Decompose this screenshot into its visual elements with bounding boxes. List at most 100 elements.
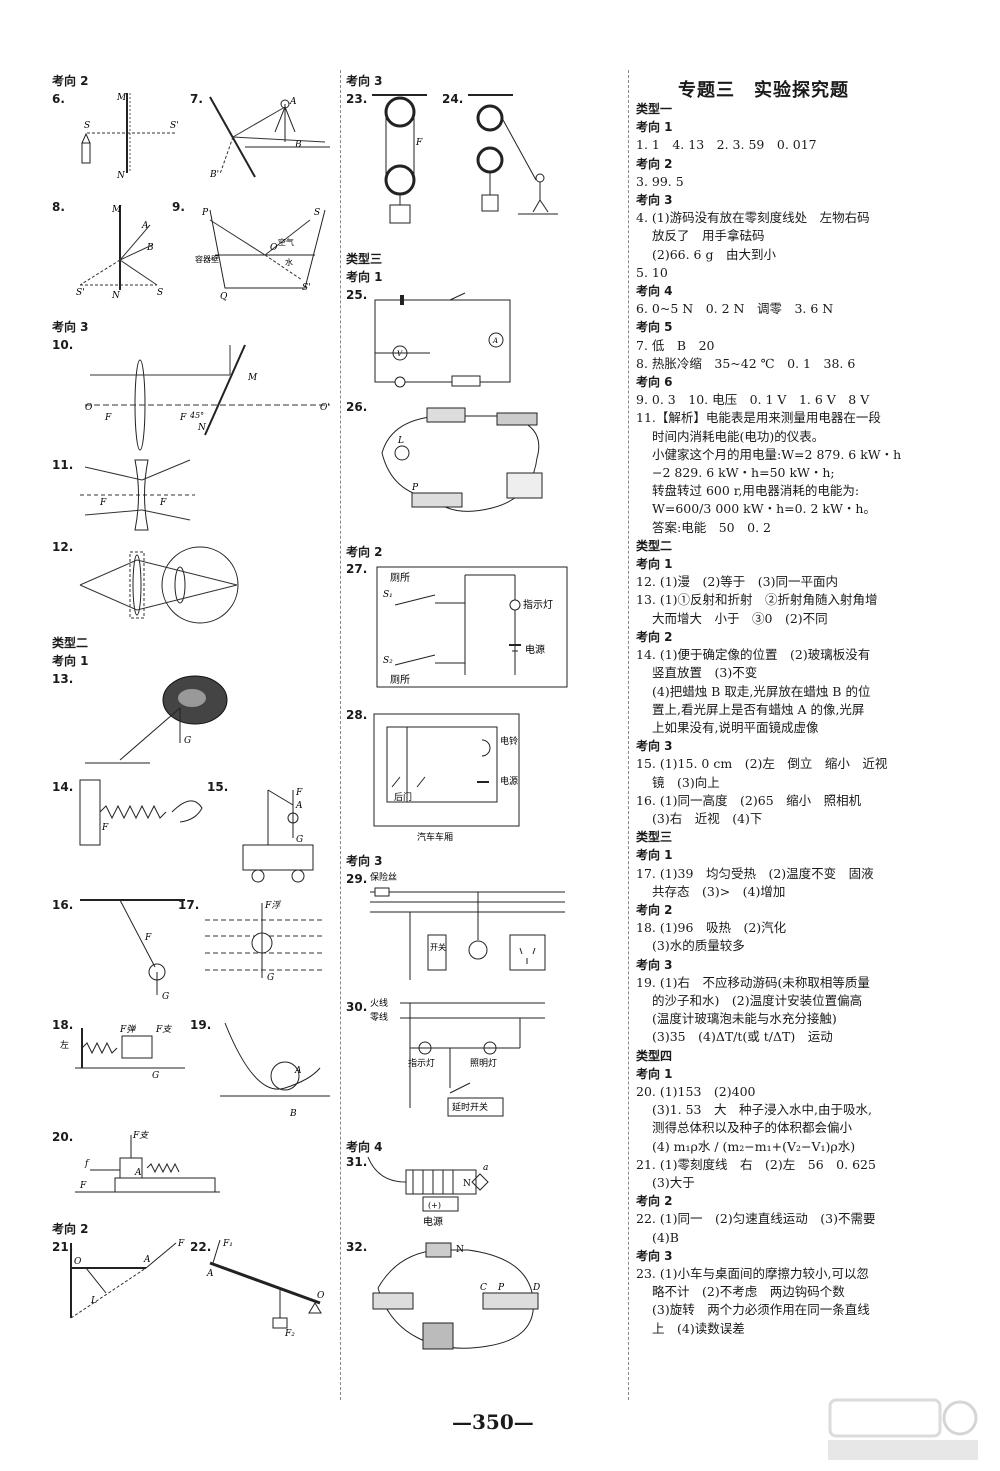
- section-type-2: 类型二: [52, 636, 89, 650]
- fig27-power-label: 电源: [525, 643, 545, 656]
- svg-text:O: O: [85, 403, 93, 413]
- figure-24-pulley-person: [468, 94, 558, 215]
- svg-text:S₂: S₂: [383, 656, 393, 666]
- svg-text:A: A: [492, 337, 498, 345]
- section-heading: 考向 2: [636, 156, 673, 171]
- section-type-3: 类型三: [346, 252, 383, 266]
- svg-text:P: P: [497, 1283, 505, 1293]
- fig30-live-label: 火线: [370, 997, 388, 1009]
- fig31-power-label: 电源: [423, 1215, 443, 1228]
- fig28-caption: 汽车车厢: [417, 831, 453, 843]
- figure-31-electromagnet: N a (+) 电源: [367, 1156, 489, 1228]
- answer-line: 答案:电能 50 0. 2: [652, 519, 771, 535]
- answer-line: (3)水的质量较多: [652, 938, 745, 954]
- figure-26-circuit-photo: L P: [381, 407, 543, 512]
- svg-text:F₂: F₂: [284, 1329, 295, 1339]
- section-heading: 考向 5: [636, 320, 673, 335]
- svg-text:B': B': [209, 170, 219, 180]
- svg-text:左: 左: [60, 1039, 69, 1051]
- svg-text:P: P: [411, 483, 419, 493]
- figure-23-pulley-system: F: [372, 94, 427, 224]
- answer-line: 小健家这个月的用电量:W=2 879. 6 kW・h: [652, 446, 902, 462]
- answer-line: 20. (1)153 (2)400: [636, 1083, 756, 1099]
- answer-line: (3)1. 53 大 种子浸入水中,由于吸水,: [652, 1102, 872, 1118]
- question-32-label: 32.: [346, 1240, 368, 1254]
- svg-text:F: F: [159, 498, 167, 508]
- svg-text:P: P: [201, 208, 209, 218]
- svg-text:A: A: [143, 1255, 151, 1265]
- question-27-label: 27.: [346, 562, 368, 576]
- section-kaoxiang-1: 考向 1: [52, 654, 89, 668]
- svg-text:F₁: F₁: [222, 1239, 233, 1249]
- section-heading: 考向 6: [636, 375, 673, 390]
- figure-12-eye-lens: [79, 546, 239, 624]
- answer-line: (温度计玻璃泡未能与水充分接触): [652, 1011, 837, 1027]
- figure-17-buoyancy: F浮G: [205, 900, 325, 983]
- answer-line: 的沙子和水) (2)温度计安装位置偏高: [652, 992, 863, 1008]
- figure-14-spring-hand: F: [79, 779, 203, 846]
- svg-text:F: F: [79, 1181, 87, 1191]
- answer-line: 7. 低 B 20: [636, 337, 715, 353]
- section-heading: 考向 2: [636, 629, 673, 644]
- answer-line: (4)把蜡烛 B 取走,光屏放在蜡烛 B 的位: [652, 683, 871, 699]
- question-18-label: 18.: [52, 1018, 74, 1032]
- answer-line: 23. (1)小车与桌面间的摩擦力较小,可以忽: [636, 1266, 870, 1281]
- figure-7-reflection: AB B': [209, 96, 330, 180]
- column-divider-2: [628, 70, 629, 1400]
- svg-text:M: M: [247, 373, 258, 383]
- svg-text:F: F: [101, 823, 109, 833]
- svg-text:O': O': [320, 403, 330, 413]
- svg-text:a: a: [483, 1163, 488, 1173]
- svg-text:M: M: [116, 93, 127, 103]
- section-heading: 类型四: [636, 1048, 673, 1063]
- svg-text:F: F: [144, 933, 152, 943]
- svg-text:N: N: [456, 1245, 464, 1255]
- answer-line: 19. (1)右 不应移动游码(未称取相等质量: [636, 974, 870, 990]
- answer-line: 3. 99. 5: [636, 173, 684, 189]
- answer-line: 4. (1)游码没有放在零刻度线处 左物右码: [636, 210, 870, 226]
- question-25-label: 25.: [346, 288, 368, 302]
- answer-line: (3)35 (4)ΔT/t(或 t/ΔT) 运动: [652, 1029, 833, 1045]
- svg-text:F支: F支: [155, 1024, 172, 1035]
- section-heading: 考向 1: [636, 120, 673, 135]
- question-9-label: 9.: [172, 200, 185, 214]
- section-kaoxiang-3b-col2: 考向 3: [346, 854, 383, 868]
- svg-text:S: S: [314, 208, 320, 218]
- fig27-lamp-label: 指示灯: [523, 598, 553, 611]
- svg-text:F: F: [104, 413, 112, 423]
- answer-line: 14. (1)便于确定像的位置 (2)玻璃板没有: [636, 647, 871, 663]
- svg-text:G: G: [184, 736, 191, 746]
- section-heading: 考向 3: [636, 193, 673, 208]
- svg-text:B: B: [146, 243, 154, 253]
- fig9-water-label: 水: [285, 257, 293, 267]
- answer-line: 15. (1)15. 0 cm (2)左 倒立 缩小 近视: [636, 756, 888, 772]
- svg-text:F: F: [179, 413, 187, 423]
- section-kaoxiang-2-col2: 考向 2: [346, 545, 383, 559]
- section-heading: 考向 3: [636, 1248, 673, 1263]
- answer-line: 8. 热胀冷缩 35~42 ℃ 0. 1 38. 6: [636, 355, 856, 371]
- question-7-label: 7.: [190, 92, 203, 106]
- question-24-label: 24.: [442, 92, 464, 106]
- question-30-label: 30.: [346, 1000, 368, 1014]
- question-17-label: 17.: [178, 898, 200, 912]
- svg-text:O: O: [317, 1291, 325, 1301]
- answer-line: 时间内消耗电能(电功)的仪表。: [652, 428, 825, 444]
- question-6-label: 6.: [52, 92, 65, 106]
- svg-text:F: F: [295, 788, 303, 798]
- section-heading: 考向 3: [636, 739, 673, 754]
- answer-line: 镜 (3)向上: [652, 774, 720, 790]
- question-26-label: 26.: [346, 400, 368, 414]
- figure-28-bus-circuit: 电铃 电源 后门 汽车车厢: [373, 713, 520, 843]
- question-19-label: 19.: [190, 1018, 212, 1032]
- answer-line: 放反了 用手拿砝码: [652, 228, 765, 244]
- svg-text:L: L: [90, 1296, 97, 1306]
- figure-13-pendulum-ball: G: [85, 675, 228, 764]
- question-14-label: 14.: [52, 780, 74, 794]
- answer-line: 11.【解析】电能表是用来测量用电器在一段: [636, 410, 881, 426]
- svg-text:S': S': [302, 283, 311, 293]
- answer-line: (3)大于: [652, 1174, 695, 1190]
- question-11-label: 11.: [52, 458, 74, 472]
